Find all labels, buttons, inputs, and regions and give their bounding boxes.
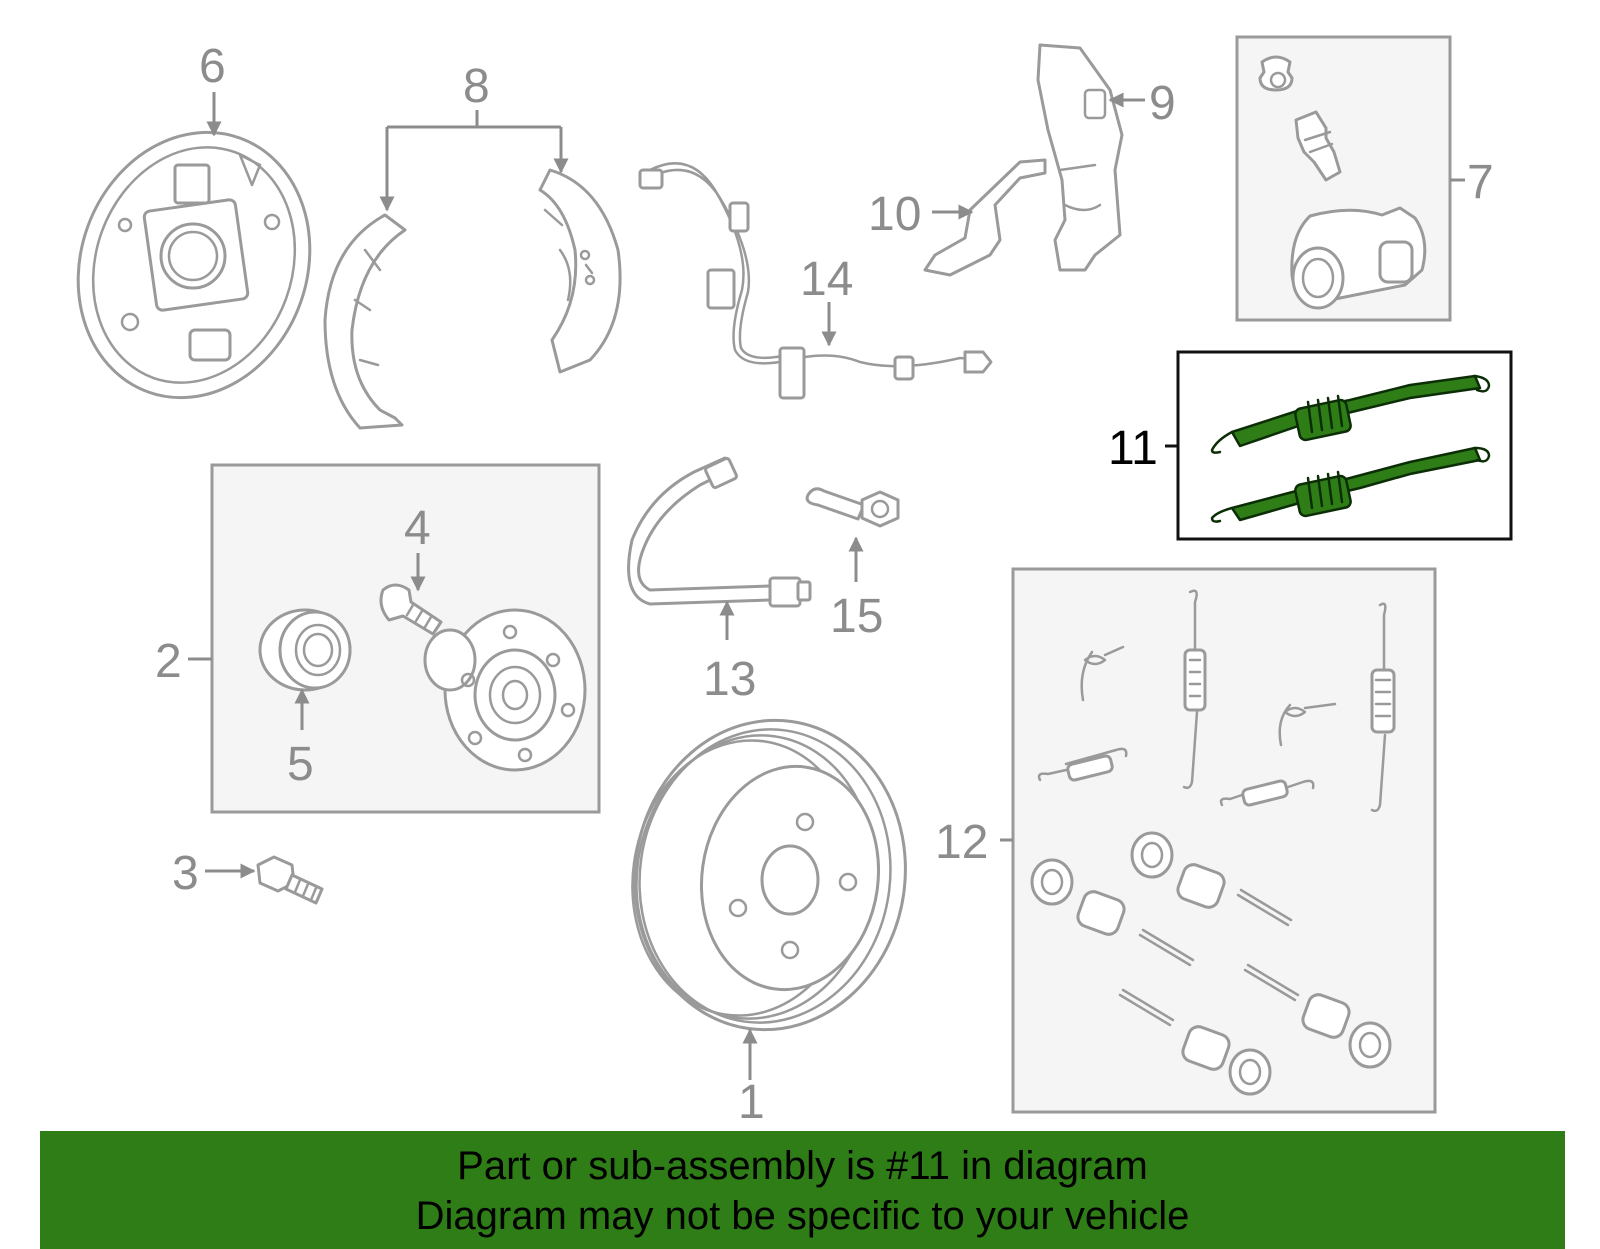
banner-line-2: Diagram may not be specific to your vehi… — [415, 1194, 1190, 1238]
part-3-bolt[interactable] — [256, 855, 324, 905]
banner-line-1: Part or sub-assembly is #11 in diagram — [457, 1144, 1148, 1188]
part-2-hub[interactable] — [423, 608, 587, 772]
callout-11[interactable]: 11 — [1108, 422, 1158, 475]
part-8-brake-shoes[interactable] — [323, 168, 622, 430]
part-13-brake-hose[interactable] — [627, 456, 812, 608]
leader-lines — [188, 92, 1465, 1080]
group-box-12 — [1011, 567, 1437, 1114]
callout-13[interactable]: 13 — [703, 653, 756, 706]
callout-5[interactable]: 5 — [287, 738, 314, 791]
callout-15[interactable]: 15 — [830, 590, 883, 643]
part-15-bolt[interactable] — [805, 487, 900, 528]
info-banner: Part or sub-assembly is #11 in diagram D… — [40, 1131, 1565, 1249]
part-10-bracket[interactable] — [923, 158, 1047, 277]
part-12-spring-kit[interactable] — [1030, 589, 1396, 1096]
callout-9[interactable]: 9 — [1149, 77, 1176, 130]
part-11-adjuster-set[interactable] — [1210, 374, 1491, 523]
callout-14[interactable]: 14 — [800, 253, 853, 306]
callout-12[interactable]: 12 — [935, 816, 988, 869]
callout-labels: 6 8 9 7 10 14 11 4 2 5 3 13 15 12 1 — [155, 40, 1494, 1129]
part-7-wheel-cylinder[interactable] — [1258, 55, 1427, 310]
callout-4[interactable]: 4 — [404, 502, 431, 555]
part-9-plate[interactable] — [1036, 43, 1124, 272]
callout-1[interactable]: 1 — [738, 1076, 765, 1129]
part-4-hub-bolt[interactable] — [379, 583, 443, 636]
part-6-backing-plate[interactable] — [42, 99, 347, 430]
callout-8[interactable]: 8 — [463, 60, 490, 113]
callout-6[interactable]: 6 — [199, 40, 226, 93]
part-5-bearing[interactable] — [258, 608, 352, 692]
callout-3[interactable]: 3 — [172, 847, 199, 900]
part-14-abs-sensor-wire[interactable] — [638, 162, 993, 400]
callout-7[interactable]: 7 — [1467, 156, 1494, 209]
callout-10[interactable]: 10 — [868, 188, 921, 241]
callout-2[interactable]: 2 — [155, 635, 182, 688]
part-1-brake-drum[interactable] — [615, 703, 926, 1048]
